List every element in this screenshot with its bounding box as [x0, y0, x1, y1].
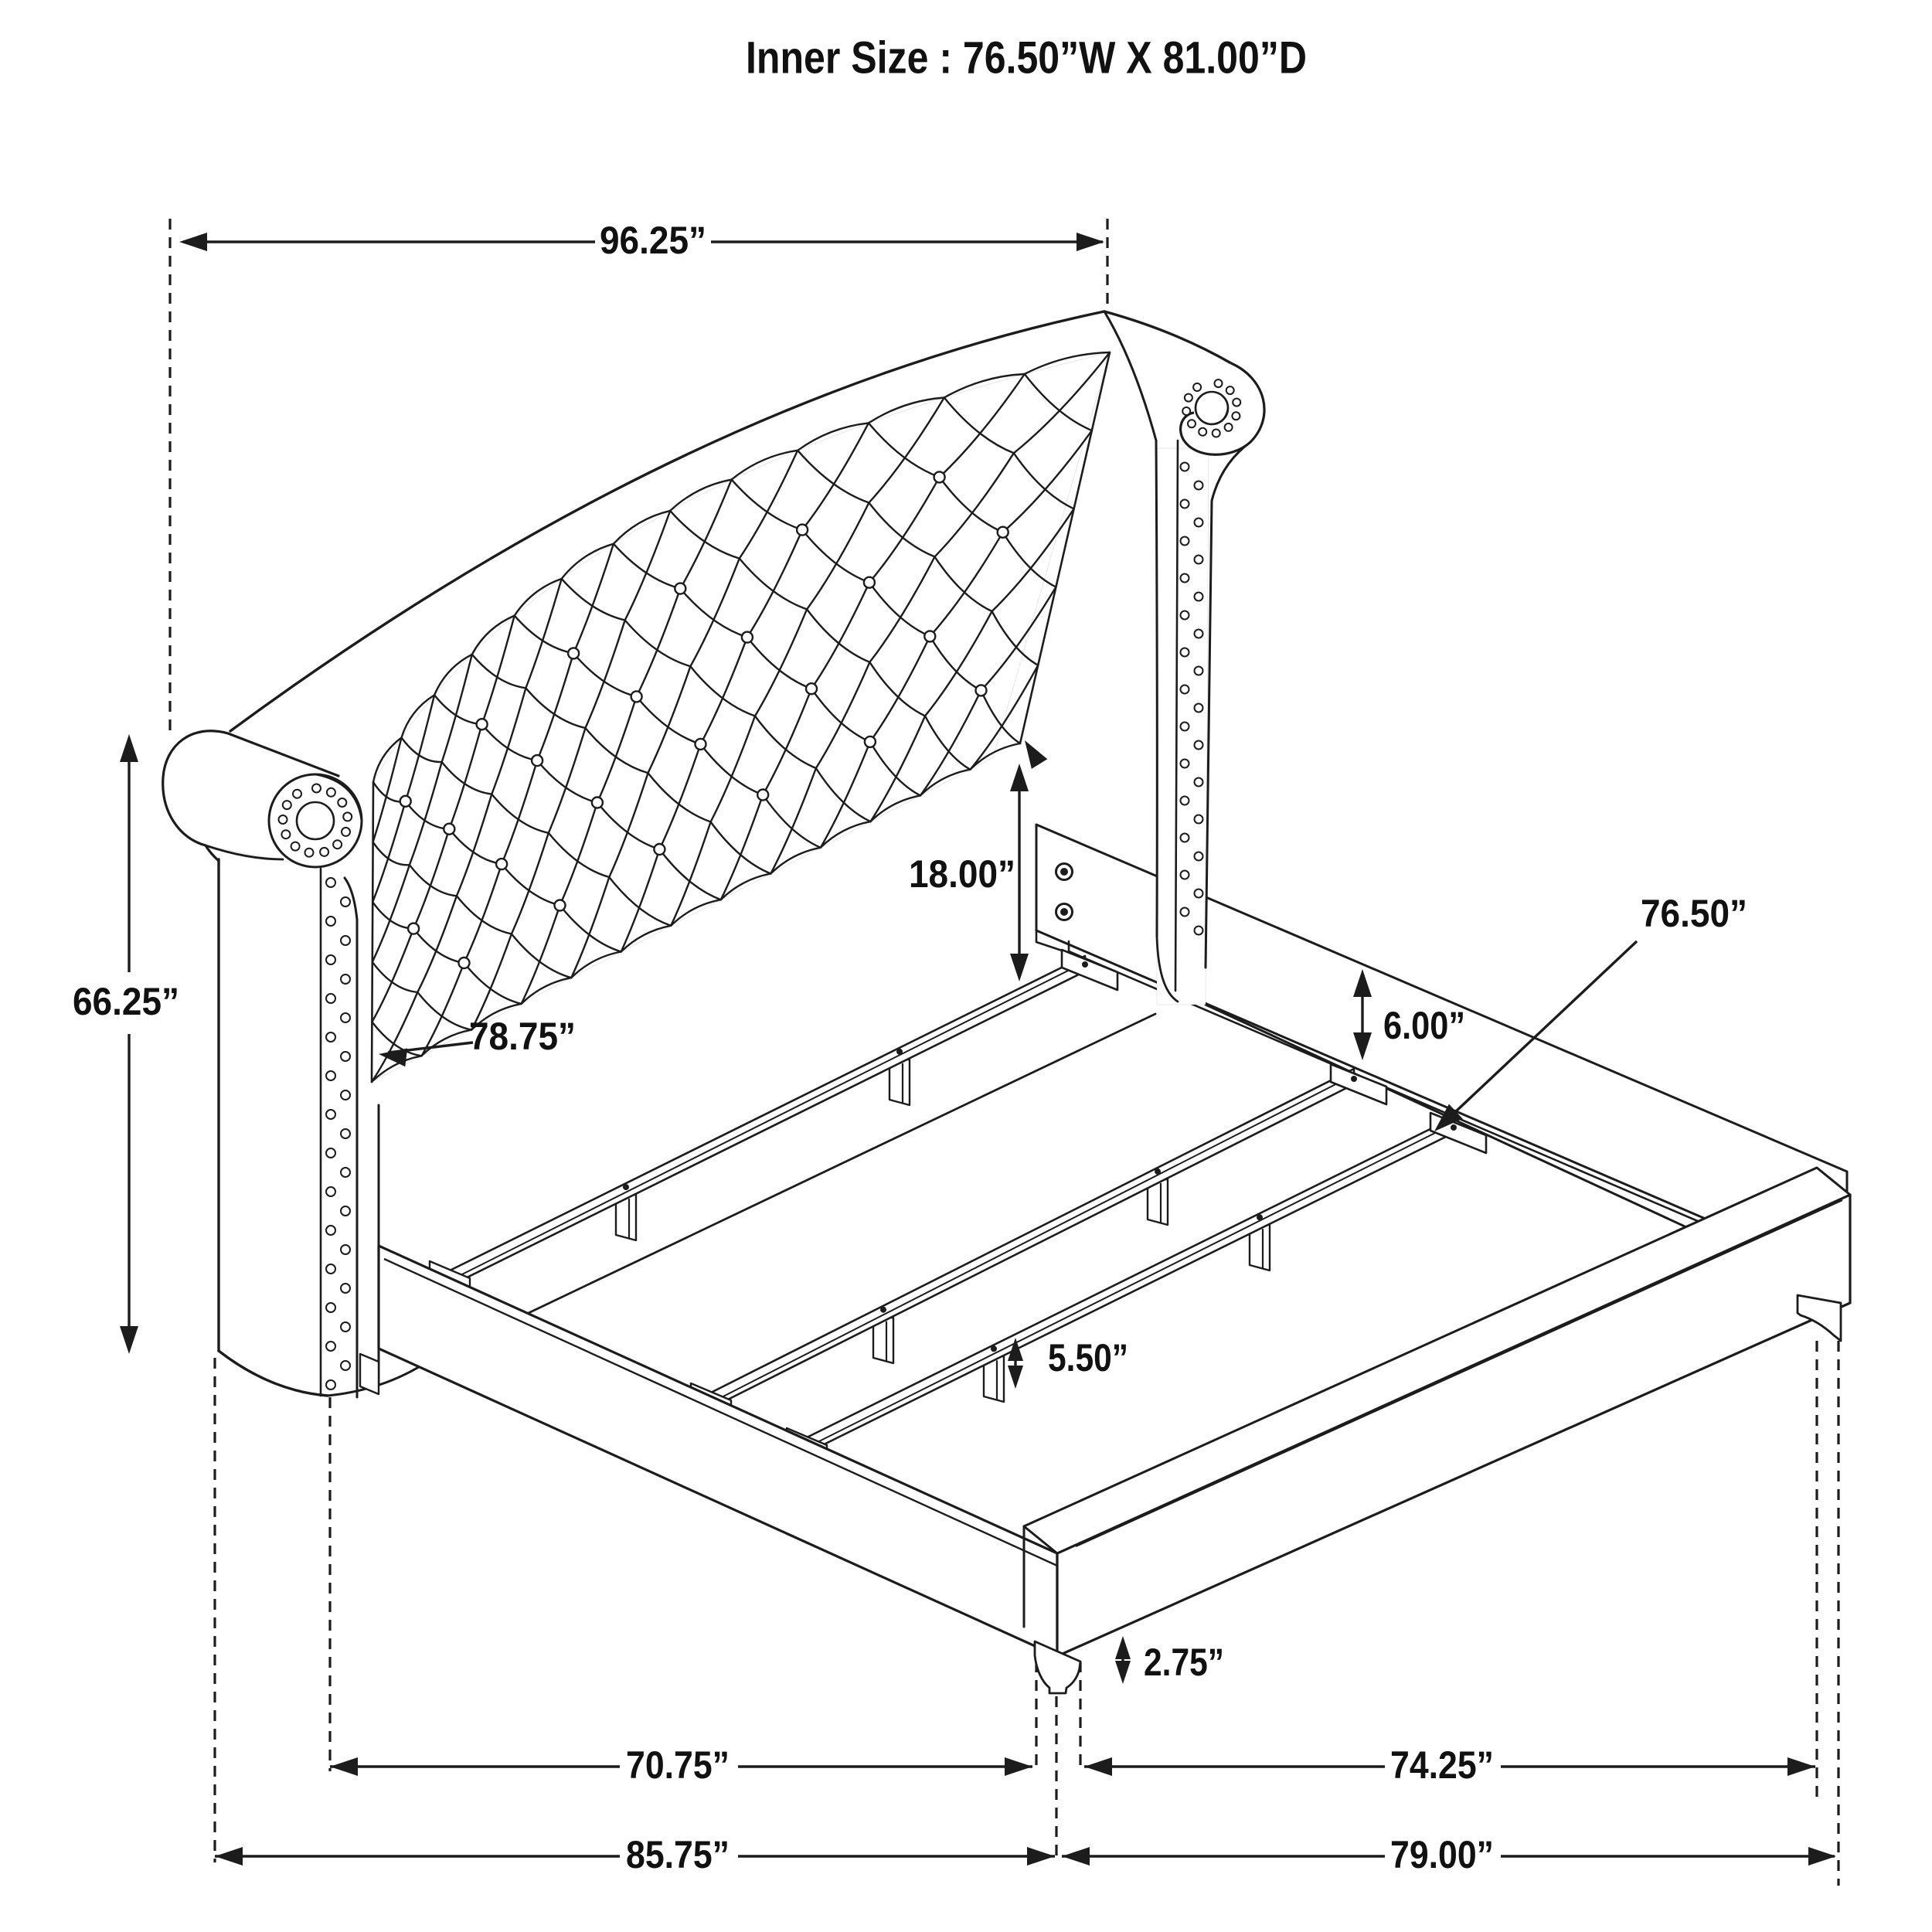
svg-text:79.00”: 79.00” [1390, 1833, 1494, 1876]
svg-text:96.25”: 96.25” [600, 219, 706, 262]
svg-text:76.50”: 76.50” [1641, 892, 1747, 935]
svg-text:18.00”: 18.00” [909, 852, 1015, 896]
svg-text:74.25”: 74.25” [1390, 1743, 1494, 1787]
svg-text:Inner Size : 76.50”W X 81.00”D: Inner Size : 76.50”W X 81.00”D [746, 33, 1307, 83]
svg-text:78.75”: 78.75” [469, 1015, 576, 1058]
svg-text:66.25”: 66.25” [73, 980, 179, 1023]
svg-text:2.75”: 2.75” [1144, 1641, 1224, 1684]
svg-text:6.00”: 6.00” [1383, 1004, 1465, 1047]
svg-text:5.50”: 5.50” [1048, 1336, 1128, 1379]
svg-text:85.75”: 85.75” [626, 1833, 730, 1876]
svg-text:70.75”: 70.75” [626, 1743, 730, 1787]
